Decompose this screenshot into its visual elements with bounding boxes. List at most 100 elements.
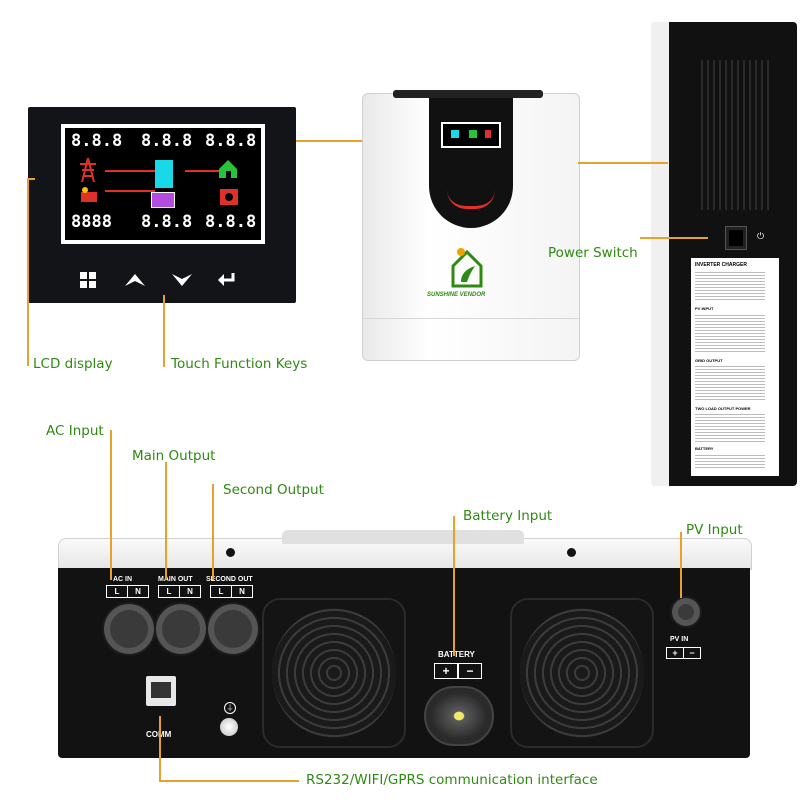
spec-lines-3	[695, 366, 765, 402]
front-red-arc	[447, 190, 495, 209]
lcd-flow-red	[105, 170, 155, 172]
power-switch[interactable]	[725, 226, 747, 250]
left-fan-grille	[272, 608, 396, 738]
leader-lcd-h	[27, 178, 29, 366]
lcd-digits-bottom-left: 8888	[71, 212, 112, 232]
callout-main-output: Main Output	[132, 448, 216, 464]
enter-key[interactable]	[217, 271, 237, 289]
spec-two-load: TWO LOAD OUTPUT POWER	[695, 406, 751, 411]
front-unit: SUNSHINE VENDOR	[362, 90, 580, 361]
second-out-l-box: L	[210, 585, 232, 598]
lcd-digits-top-right: 8.8.8	[205, 131, 257, 151]
chevron-down-icon	[172, 274, 192, 286]
right-fan-grille	[520, 608, 644, 738]
side-unit: ⏻ INVERTER CHARGER PV INPUT GRID OUTPUT …	[651, 22, 797, 486]
up-key[interactable]	[124, 271, 146, 289]
enter-icon	[218, 273, 235, 286]
callout-power-switch: Power Switch	[548, 245, 638, 261]
leader-comm-h	[159, 780, 299, 782]
comm-port-socket	[151, 682, 171, 698]
callout-comm-interface: RS232/WIFI/GPRS communication interface	[306, 772, 598, 788]
spec-heading: INVERTER CHARGER	[695, 262, 747, 268]
inverter-icon	[155, 160, 173, 188]
right-fan	[510, 598, 654, 748]
leader-keys	[163, 295, 165, 367]
ac-in-l-box: L	[106, 585, 128, 598]
label-ac-in: AC IN	[113, 576, 133, 583]
chevron-up-icon	[125, 274, 145, 286]
ac-in-terminal[interactable]	[102, 602, 156, 656]
lcd-digits-top-left: 8.8.8	[71, 131, 123, 151]
mini-lcd-red	[485, 130, 491, 138]
power-icon: ⏻	[757, 232, 765, 242]
battery-icon	[151, 192, 175, 208]
spec-pv-input: PV INPUT	[695, 306, 714, 311]
callout-battery-input: Battery Input	[463, 508, 553, 524]
main-out-n-box: N	[179, 585, 201, 598]
label-battery: BATTERY	[438, 650, 475, 659]
callout-touch-keys: Touch Function Keys	[171, 356, 308, 372]
callout-second-output: Second Output	[223, 482, 324, 498]
label-pv-in: PV IN	[670, 636, 689, 643]
leader-comm-v	[159, 716, 161, 782]
left-fan	[262, 598, 406, 748]
rear-panel: AC IN MAIN OUT SECOND OUT L N L N L N BA…	[58, 568, 750, 758]
callout-pv-input: PV Input	[686, 522, 743, 538]
label-second-out: SECOND OUT	[206, 576, 253, 583]
solar-panel-icon	[79, 186, 99, 204]
leader-power-switch	[640, 237, 708, 239]
label-comm: COMM	[146, 730, 171, 739]
front-mini-lcd	[441, 122, 501, 148]
main-out-l-box: L	[158, 585, 180, 598]
pv-plus-box: +	[666, 647, 684, 659]
second-out-n-box: N	[231, 585, 253, 598]
house-icon	[217, 158, 239, 180]
lcd-screen: 8.8.8 8.8.8 8.8.8 8888 8.8.8 8.8.8	[61, 124, 265, 244]
spec-label: INVERTER CHARGER PV INPUT GRID OUTPUT TW…	[691, 258, 779, 476]
lcd-digits-bottom-right: 8.8.8	[205, 212, 257, 232]
pv-minus-box: −	[683, 647, 701, 659]
lcd-digits-top-mid: 8.8.8	[141, 131, 193, 151]
battery-plus-box: +	[434, 663, 458, 679]
pv-in-terminal[interactable]	[670, 596, 702, 628]
mini-lcd-cyan	[451, 130, 459, 138]
leader-lcd-top	[27, 178, 35, 180]
main-out-terminal[interactable]	[154, 602, 208, 656]
menu-key[interactable]	[79, 271, 97, 289]
rear-top-bump	[282, 530, 524, 544]
ground-screw[interactable]	[220, 718, 238, 736]
mini-lcd-green	[469, 130, 477, 138]
spec-lines-4	[695, 414, 765, 444]
front-black-panel	[429, 98, 513, 228]
label-main-out: MAIN OUT	[158, 576, 193, 583]
leader-side	[578, 162, 668, 164]
rear-screw-right	[567, 548, 576, 557]
spec-battery: BATTERY	[695, 446, 714, 451]
lcd-flow-red-2	[185, 170, 225, 172]
leader-battery-input	[453, 516, 455, 656]
front-unit-top-rim	[393, 90, 543, 98]
brand-name: SUNSHINE VENDOR	[427, 292, 486, 298]
power-switch-rocker	[729, 230, 743, 246]
rear-screw-left	[226, 548, 235, 557]
grid-menu-icon	[80, 272, 96, 288]
battery-minus-box: −	[458, 663, 482, 679]
ac-in-n-box: N	[127, 585, 149, 598]
lcd-zoom-panel: 8.8.8 8.8.8 8.8.8 8888 8.8.8 8.8.8	[28, 107, 296, 303]
battery-connector[interactable]	[424, 686, 494, 746]
brand-logo	[447, 244, 487, 288]
load-icon	[219, 188, 239, 206]
comm-port[interactable]	[146, 676, 176, 706]
leader-pv-input	[680, 532, 682, 598]
leader-main-output	[165, 462, 167, 580]
side-vent	[697, 60, 773, 210]
spec-lines-5	[695, 454, 765, 470]
down-key[interactable]	[171, 271, 193, 289]
front-seam	[363, 318, 579, 319]
callout-lcd-display: LCD display	[33, 356, 113, 372]
callout-ac-input: AC Input	[46, 423, 104, 439]
leader-ac-input	[110, 430, 112, 580]
second-out-terminal[interactable]	[206, 602, 260, 656]
leader-second-output	[212, 484, 214, 580]
grid-tower-icon	[79, 157, 97, 183]
